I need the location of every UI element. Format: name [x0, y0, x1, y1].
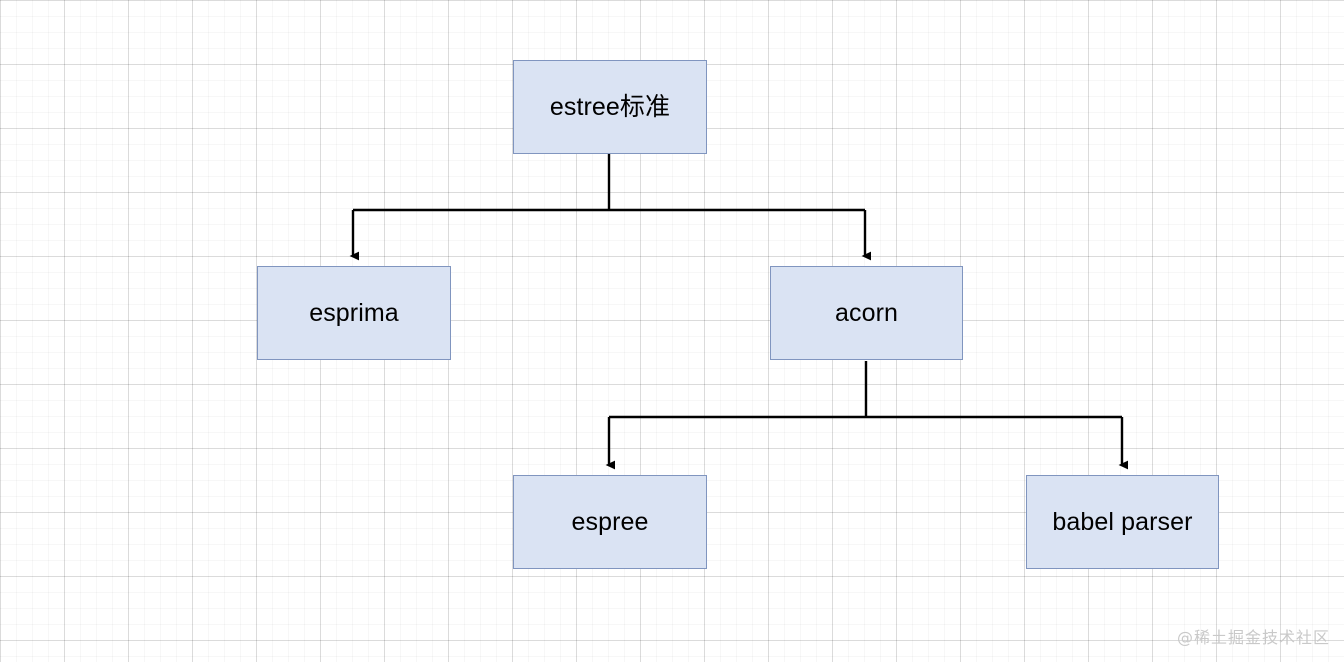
- node-estree[interactable]: estree标准: [513, 60, 707, 154]
- node-babel-parser-label: babel parser: [1052, 507, 1193, 536]
- node-espree-label: espree: [571, 507, 649, 536]
- edge-acorn-to-children: [605, 361, 1129, 470]
- node-babel-parser[interactable]: babel parser: [1026, 475, 1219, 569]
- node-estree-label: estree标准: [549, 92, 671, 121]
- node-espree[interactable]: espree: [513, 475, 707, 569]
- node-esprima-label: esprima: [309, 298, 399, 327]
- edge-estree-to-children: [349, 154, 872, 261]
- node-acorn[interactable]: acorn: [770, 266, 963, 360]
- watermark: @稀土掘金技术社区: [1176, 628, 1330, 647]
- node-esprima[interactable]: esprima: [257, 266, 451, 360]
- node-acorn-label: acorn: [834, 298, 899, 327]
